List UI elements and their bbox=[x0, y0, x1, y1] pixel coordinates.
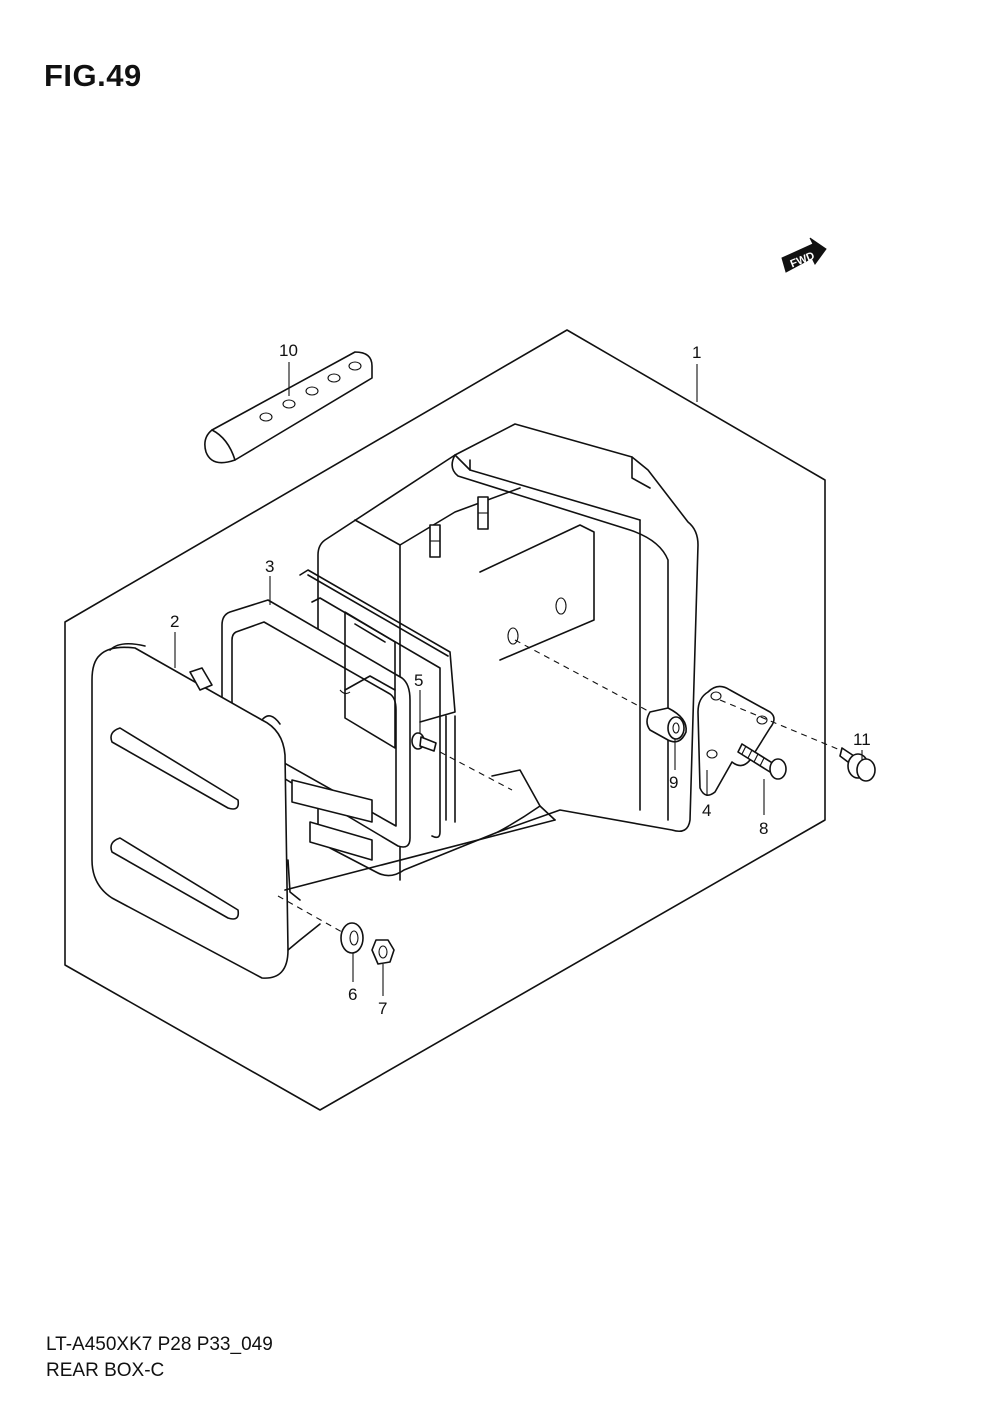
model-code: LT-A450XK7 P28 P33_049 bbox=[46, 1334, 273, 1355]
fwd-arrow-icon: FWD bbox=[781, 237, 827, 273]
part-label-7: 7 bbox=[378, 999, 387, 1018]
assembly-name: REAR BOX-C bbox=[46, 1360, 165, 1381]
assembly-line-rivet bbox=[439, 751, 513, 791]
nut bbox=[371, 939, 395, 965]
part-label-4: 4 bbox=[702, 801, 711, 820]
grommet bbox=[646, 707, 687, 743]
rivet bbox=[411, 732, 437, 752]
part-label-8: 8 bbox=[759, 819, 768, 838]
part-label-1: 1 bbox=[692, 343, 701, 362]
gasket-frame bbox=[221, 569, 456, 861]
part-label-10: 10 bbox=[279, 341, 298, 360]
part-label-3: 3 bbox=[265, 557, 274, 576]
part-label-6: 6 bbox=[348, 985, 357, 1004]
figure-title: FIG.49 bbox=[44, 58, 142, 93]
mounting-strap bbox=[204, 351, 373, 464]
part-label-2: 2 bbox=[170, 612, 179, 631]
assembly-line-washer bbox=[277, 895, 343, 933]
flange-bolt bbox=[839, 747, 876, 782]
pointer-hinge bbox=[284, 819, 556, 891]
part-label-5: 5 bbox=[414, 671, 423, 690]
rear-box-body bbox=[317, 423, 699, 881]
part-label-9: 9 bbox=[669, 773, 678, 792]
mounting-bracket bbox=[697, 685, 775, 796]
assembly-boundary bbox=[64, 329, 826, 1111]
assembly-line-grommet bbox=[514, 639, 651, 713]
washer bbox=[340, 922, 364, 954]
box-lid bbox=[91, 642, 321, 979]
pointer-hinge-upper bbox=[539, 805, 556, 821]
bolt bbox=[737, 743, 787, 780]
part-label-11: 11 bbox=[853, 730, 871, 749]
